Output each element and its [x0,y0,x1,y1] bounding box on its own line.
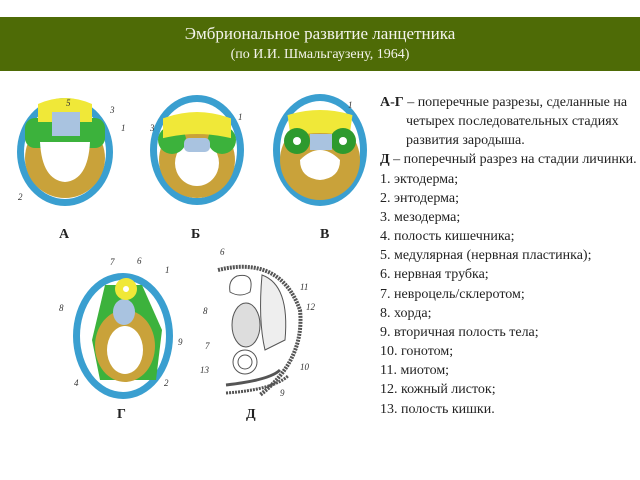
legend-d-key: Д [380,152,390,168]
legend-item: 6. нервная трубка; [380,267,489,283]
legend: А-Г – поперечные разрезы, сделанные на ч… [380,93,640,419]
label-5: 5 [66,98,71,108]
label-9: 9 [280,388,285,398]
legend-item: 12. кожный листок; [380,382,496,398]
label-1: 1 [348,100,353,110]
legend-item: 13. полость кишки. [380,401,495,417]
legend-item: 4. полость кишечника; [380,229,515,245]
label-1: 1 [121,123,126,133]
figure-b-caption: Б [191,227,200,242]
label-3: 3 [149,123,155,133]
legend-ag-text: – поперечные разрезы, сделанные на четыр… [403,95,628,149]
label-7: 7 [110,257,115,267]
figure-v: 1 В [273,94,367,242]
label-1: 1 [238,112,243,122]
legend-d-text: – поперечный разрез на стадии личинки. [389,152,637,168]
figure-v-caption: В [320,227,329,242]
label-9: 9 [178,337,183,347]
figure-b: 3 1 Б [149,95,244,242]
label-6: 6 [220,247,225,257]
figure-g: 7 6 1 8 9 4 2 Г [59,256,183,422]
legend-item: 9. вторичная полость тела; [380,324,539,340]
label-11: 11 [300,282,308,292]
label-8: 8 [59,303,64,313]
label-10: 10 [300,362,310,372]
legend-item: 8. хорда; [380,305,432,321]
label-3: 3 [109,105,115,115]
legend-ag: А-Г – поперечные разрезы, сделанные на ч… [380,93,640,150]
legend-ag-key: А-Г [380,95,404,110]
label-7: 7 [205,341,210,351]
legend-item: 7. невроцель/склеротом; [380,286,525,302]
legend-d: Д – поперечный разрез на стадии личинки. [380,150,640,169]
legend-item: 1. эктодерма; [380,171,459,187]
legend-item: 10. гонотом; [380,344,454,360]
label-12: 12 [306,302,316,312]
figure-d-caption: Д [246,407,256,422]
figure-a-caption: А [59,227,70,242]
label-2: 2 [18,192,23,202]
label-4: 4 [74,378,79,388]
slide-title: Эмбриональное развитие ланцетника [184,24,456,43]
figure-d: 6 11 12 8 7 10 13 9 Д [200,247,316,422]
slide-subtitle: (по И.И. Шмальгаузену, 1964) [230,47,410,62]
title-banner: Эмбриональное развитие ланцетника (по И.… [0,17,640,71]
label-6: 6 [137,256,142,266]
figure-a: 5 3 1 2 А [17,98,126,242]
legend-item: 2. энтодерма; [380,190,460,206]
legend-item: 3. мезодерма; [380,209,461,225]
figure-g-caption: Г [117,407,126,422]
label-13: 13 [200,365,210,375]
legend-item: 5. медулярная (нервная пластинка); [380,248,592,264]
label-1: 1 [165,265,170,275]
label-2: 2 [164,378,169,388]
legend-item: 11. миотом; [380,363,450,379]
label-8: 8 [203,306,208,316]
